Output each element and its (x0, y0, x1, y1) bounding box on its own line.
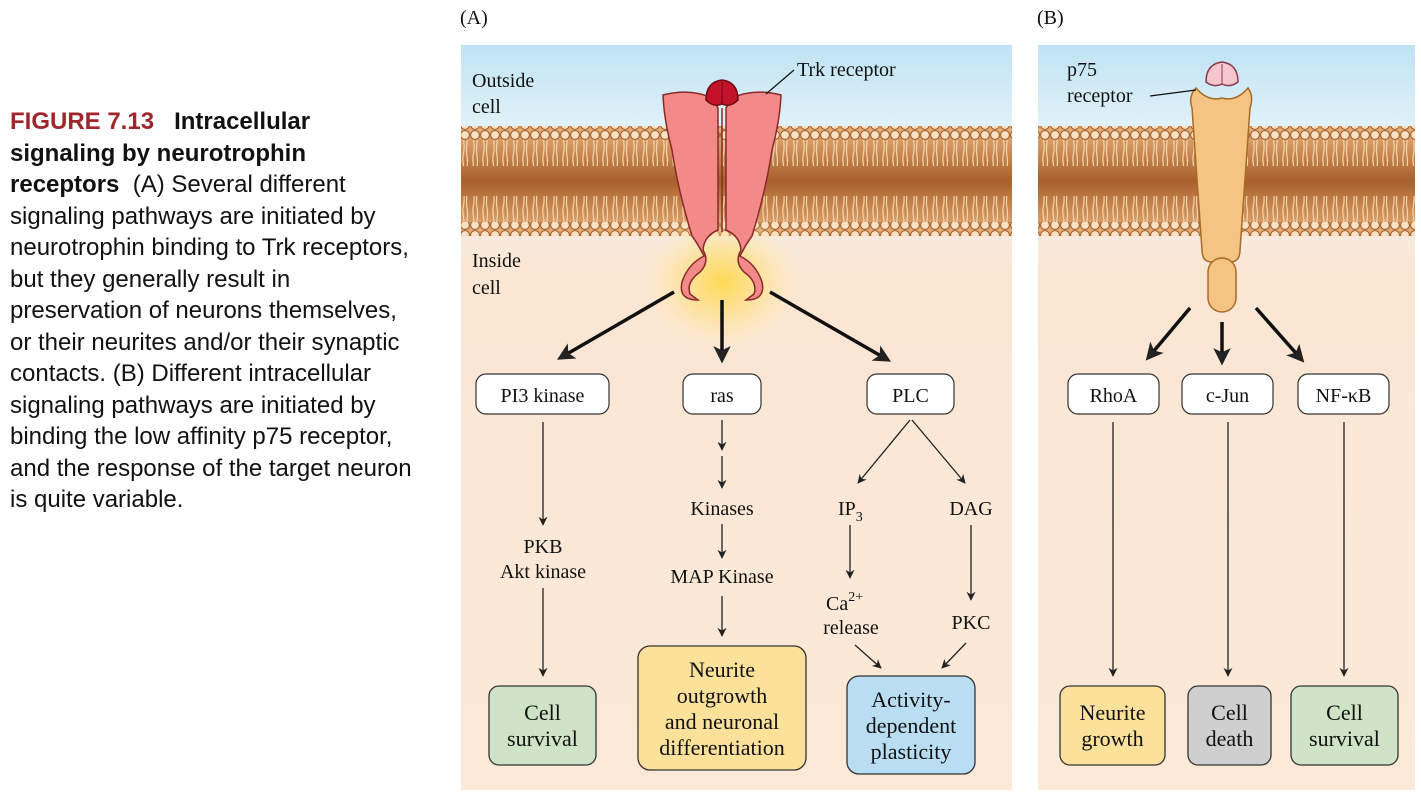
trk-receptor-icon (662, 79, 782, 301)
cell-survival-a-line1: Cell (524, 700, 561, 725)
inside-cell-label-line2: cell (472, 277, 501, 299)
neurite-outgrowth-line3: and neuronal (665, 709, 779, 734)
figure-title: Intracellular signaling by neurotrophin … (10, 108, 311, 198)
cjun-label: c-Jun (1206, 385, 1249, 407)
pi3-kinase-node: PI3 kinase (475, 373, 610, 415)
pkc-label: PKC (952, 612, 991, 634)
ras-label: ras (710, 385, 734, 407)
map-kinase-label: MAP Kinase (670, 566, 773, 588)
activity-plasticity-line3: plasticity (871, 739, 952, 764)
cell-death-outcome: Cell death (1187, 685, 1272, 766)
cell-survival-a-line2: survival (507, 726, 578, 751)
trk-receptor-label: Trk receptor (797, 59, 896, 81)
arrow-trk-to-pi3k (556, 290, 675, 360)
neurite-outgrowth-line2: outgrowth (677, 683, 767, 708)
figure-label: FIGURE 7.13 (10, 108, 155, 135)
inside-cell-label-line1: Inside (472, 250, 521, 272)
p75-label-line2: receptor (1067, 85, 1133, 107)
cell-survival-outcome-b: Cell survival (1290, 685, 1399, 766)
arrow-trk-to-plc (769, 290, 892, 362)
p75-label-line1: p75 (1067, 59, 1097, 81)
arrow-p75-to-rhoa (1145, 306, 1192, 361)
arrow-ca-to-activity (854, 644, 882, 669)
ip3-label: IP3 (838, 498, 863, 525)
plc-label: PLC (892, 385, 929, 407)
cell-death-line1: Cell (1211, 700, 1248, 725)
cjun-node: c-Jun (1181, 373, 1274, 415)
pkb-label-line2: Akt kinase (500, 561, 586, 583)
arrow-plc-to-dag (911, 419, 966, 484)
kinases-label: Kinases (690, 498, 754, 520)
nfkb-node: NF-κB (1297, 373, 1390, 415)
neurite-growth-line1: Neurite (1080, 700, 1146, 725)
p75-receptor-icon (1189, 61, 1253, 313)
cell-survival-b-line1: Cell (1326, 700, 1363, 725)
figure-caption-body: (A) Several different signaling pathways… (10, 171, 412, 513)
figure-caption: FIGURE 7.13 Intracellular signaling by n… (10, 106, 420, 516)
neurite-growth-outcome: Neurite growth (1059, 685, 1166, 766)
nfkb-label: NF-κB (1316, 385, 1372, 407)
p75-leader-line (1149, 89, 1197, 97)
arrow-pkc-to-activity (941, 642, 967, 669)
neurite-outgrowth-line4: differentiation (659, 735, 784, 760)
ca-release-label-line1: Ca2+ (826, 590, 863, 615)
cell-survival-outcome-a: Cell survival (488, 685, 597, 766)
activation-glow (640, 212, 804, 352)
cell-death-line2: death (1206, 726, 1254, 751)
ca-release-label-line2: release (823, 617, 879, 639)
pi3-kinase-label: PI3 kinase (501, 385, 585, 407)
rhoa-label: RhoA (1090, 385, 1138, 407)
cell-survival-b-line2: survival (1309, 726, 1380, 751)
arrow-p75-to-nfkb (1254, 306, 1305, 363)
panel-a-label: (A) (460, 7, 488, 29)
arrow-plc-to-ip3 (857, 419, 911, 484)
pkb-label-line1: PKB (524, 536, 563, 558)
dag-label: DAG (949, 498, 992, 520)
panel-b-label: (B) (1037, 7, 1064, 29)
neurite-outgrowth-outcome: Neurite outgrowth and neuronal different… (637, 645, 807, 771)
activity-plasticity-line1: Activity- (871, 687, 950, 712)
neurite-growth-line2: growth (1081, 726, 1143, 751)
neurite-outgrowth-line1: Neurite (689, 657, 755, 682)
trk-leader-line (765, 69, 795, 95)
activity-plasticity-outcome: Activity- dependent plasticity (846, 675, 976, 775)
plc-node: PLC (866, 373, 955, 415)
outside-cell-label-line2: cell (472, 96, 501, 118)
rhoa-node: RhoA (1067, 373, 1160, 415)
outside-cell-label-line1: Outside (472, 70, 534, 92)
activity-plasticity-line2: dependent (866, 713, 956, 738)
ras-node: ras (682, 373, 762, 415)
